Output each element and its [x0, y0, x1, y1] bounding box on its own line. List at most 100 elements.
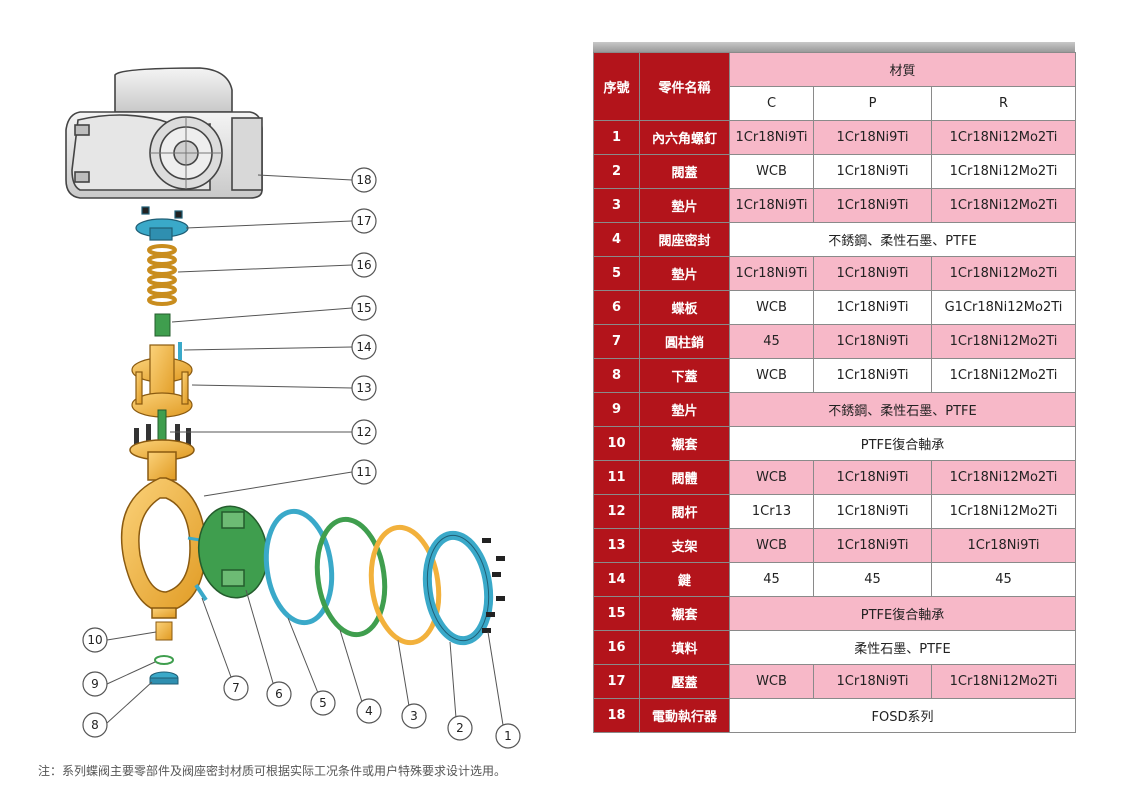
material-r-cell: 1Cr18Ni12Mo2Ti [930, 494, 1077, 529]
callout-11: 11 [356, 465, 371, 479]
material-r-cell: 1Cr18Ni12Mo2Ti [930, 460, 1077, 495]
electric-actuator-part [65, 67, 263, 199]
material-r-cell: 1Cr18Ni12Mo2Ti [930, 324, 1077, 359]
material-r-cell: G1Cr18Ni12Mo2Ti [930, 290, 1077, 325]
part-name: 閥杆 [639, 494, 730, 529]
header-material: 材質 [728, 52, 1077, 87]
seat-seal-part [314, 516, 388, 638]
row-number: 11 [593, 460, 640, 495]
material-p-cell: 1Cr18Ni9Ti [813, 154, 932, 189]
callout-7: 7 [232, 681, 240, 695]
header-grade-c: C [729, 86, 814, 121]
packing-rings-part [147, 244, 177, 306]
row-number: 2 [593, 154, 640, 189]
row-number: 7 [593, 324, 640, 359]
callout-18: 18 [356, 173, 371, 187]
row-number: 16 [593, 630, 640, 665]
callout-17: 17 [356, 214, 371, 228]
row-number: 9 [593, 392, 640, 427]
part-name: 下蓋 [639, 358, 730, 393]
material-p-cell: 45 [813, 562, 932, 597]
row-number: 4 [593, 222, 640, 257]
material-c-cell: 1Cr18Ni9Ti [729, 120, 814, 155]
material-merged-cell: PTFE復合軸承 [728, 596, 1077, 631]
row-number: 17 [593, 664, 640, 699]
part-name: 填料 [639, 630, 730, 665]
part-name: 閥蓋 [639, 154, 730, 189]
row-number: 3 [593, 188, 640, 223]
row-number: 10 [593, 426, 640, 461]
header-grade-p: P [813, 86, 932, 121]
part-name: 鍵 [639, 562, 730, 597]
material-c-cell: 1Cr18Ni9Ti [729, 256, 814, 291]
material-r-cell: 1Cr18Ni9Ti [930, 528, 1077, 563]
material-p-cell: 1Cr18Ni9Ti [813, 528, 932, 563]
part-name: 電動執行器 [639, 698, 730, 733]
callout-4: 4 [365, 704, 373, 718]
row-number: 14 [593, 562, 640, 597]
valve-cover-part [422, 530, 494, 646]
material-r-cell: 1Cr18Ni12Mo2Ti [930, 358, 1077, 393]
bushing-part [154, 313, 171, 337]
material-r-cell: 1Cr18Ni12Mo2Ti [930, 664, 1077, 699]
exploded-valve-diagram: 18 17 16 15 14 13 12 11 10 9 8 7 6 5 4 3… [65, 67, 521, 749]
material-p-cell: 1Cr18Ni9Ti [813, 358, 932, 393]
row-number: 8 [593, 358, 640, 393]
row-number: 13 [593, 528, 640, 563]
callout-2: 2 [456, 721, 464, 735]
material-merged-cell: PTFE復合軸承 [728, 426, 1077, 461]
footnote: 注：系列蝶阀主要零部件及阀座密封材质可根据实际工况条件或用户特殊要求设计选用。 [38, 764, 507, 778]
row-number: 12 [593, 494, 640, 529]
row-number: 5 [593, 256, 640, 291]
callout-14: 14 [356, 340, 371, 354]
part-name: 襯套 [639, 426, 730, 461]
callout-6: 6 [275, 687, 283, 701]
material-p-cell: 1Cr18Ni9Ti [813, 494, 932, 529]
part-name: 蝶板 [639, 290, 730, 325]
flange-studs [134, 424, 191, 450]
part-name: 墊片 [639, 256, 730, 291]
callout-3: 3 [410, 709, 418, 723]
material-c-cell: WCB [729, 528, 814, 563]
material-p-cell: 1Cr18Ni9Ti [813, 120, 932, 155]
part-name: 墊片 [639, 188, 730, 223]
header-grade-r: R [930, 86, 1077, 121]
part-name: 支架 [639, 528, 730, 563]
material-c-cell: WCB [729, 358, 814, 393]
material-c-cell: WCB [729, 664, 814, 699]
material-c-cell: WCB [729, 460, 814, 495]
butterfly-disc-part [197, 505, 269, 599]
callout-16: 16 [356, 258, 371, 272]
part-name: 閥體 [639, 460, 730, 495]
material-merged-cell: FOSD系列 [728, 698, 1077, 733]
part-name: 圓柱銷 [639, 324, 730, 359]
callout-1: 1 [504, 729, 512, 743]
callout-15: 15 [356, 301, 371, 315]
callout-labels [82, 167, 521, 749]
callout-10: 10 [87, 633, 102, 647]
bracket-part [131, 344, 193, 418]
lower-bushing-part [155, 621, 173, 641]
table-top-bar [593, 42, 1075, 52]
material-c-cell: 45 [729, 324, 814, 359]
callout-9: 9 [91, 677, 99, 691]
callout-12: 12 [356, 425, 371, 439]
row-number: 1 [593, 120, 640, 155]
material-r-cell: 1Cr18Ni12Mo2Ti [930, 120, 1077, 155]
header-no: 序號 [593, 52, 640, 121]
